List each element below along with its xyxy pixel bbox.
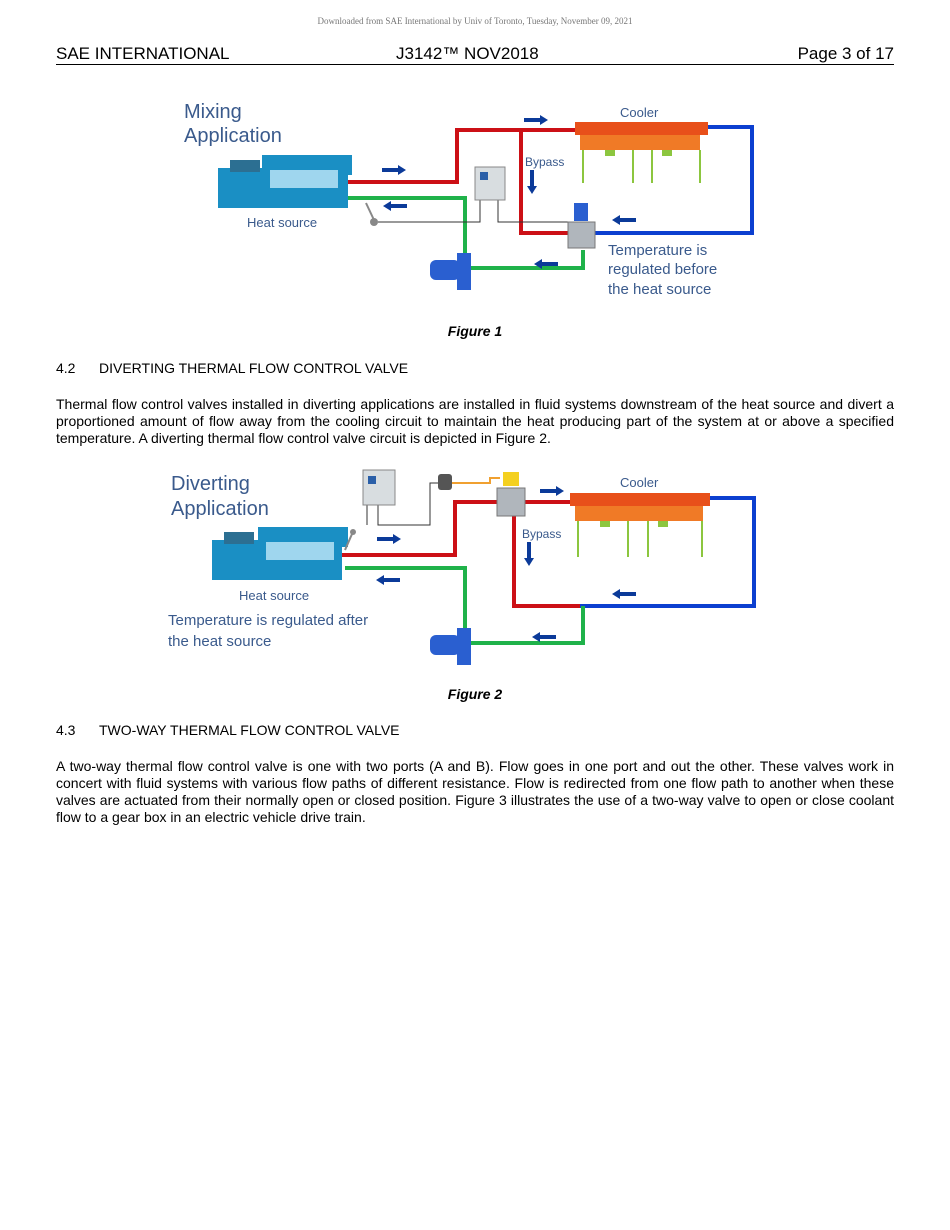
download-notice: Downloaded from SAE International by Uni… [317, 16, 633, 26]
cooler-icon [570, 493, 710, 557]
figure2-title-line1: Diverting [171, 473, 250, 495]
controller-icon [362, 469, 396, 506]
figure1-heat-source-label: Heat source [247, 215, 317, 230]
figure-2-diagram: Diverting Application Heat source Cooler… [168, 469, 756, 665]
engine-icon [212, 527, 348, 580]
figure1-note-line2: regulated before [608, 261, 717, 278]
figure-1-diagram: Mixing Application Heat source Cooler By… [184, 101, 754, 298]
figure-2-caption: Figure 2 [447, 686, 503, 702]
figure1-title-line1: Mixing [184, 101, 242, 123]
section-4-3-body: A two-way thermal flow control valve is … [56, 758, 894, 825]
figure2-cooler-label: Cooler [620, 475, 659, 490]
figure2-note-line2: the heat source [168, 633, 271, 650]
flow-arrows [382, 115, 636, 269]
three-way-valve-icon [496, 472, 526, 517]
figure2-heat-source-label: Heat source [239, 588, 309, 603]
pump-icon [430, 253, 471, 290]
figure2-note-line1: Temperature is regulated after [168, 612, 368, 629]
sensor-icon [344, 529, 356, 551]
section-4-2-body: Thermal flow control valves installed in… [56, 396, 894, 446]
figure1-note-line3: the heat source [608, 281, 711, 298]
mixing-valve-icon [567, 203, 596, 249]
figure1-note-line1: Temperature is [608, 242, 707, 259]
cooler-icon [575, 122, 708, 183]
engine-icon [218, 155, 352, 208]
sensor-icon [365, 202, 378, 226]
figure1-bypass-label: Bypass [525, 155, 564, 169]
page-header: SAE INTERNATIONAL J3142™ NOV2018 Page 3 … [56, 44, 894, 65]
controller-icon [474, 166, 506, 201]
figure2-title-line2: Application [171, 498, 269, 520]
header-doc-id: J3142™ NOV2018 [396, 44, 539, 63]
figure1-cooler-label: Cooler [620, 105, 659, 120]
actuator-icon [438, 474, 452, 490]
figure-1-caption: Figure 1 [447, 323, 503, 339]
header-org: SAE INTERNATIONAL [56, 44, 230, 63]
figure2-bypass-label: Bypass [522, 527, 561, 541]
figure1-title-line2: Application [184, 125, 282, 147]
pump-icon [430, 628, 471, 665]
header-page-number: Page 3 of 17 [797, 44, 894, 63]
flow-arrows [376, 486, 636, 642]
